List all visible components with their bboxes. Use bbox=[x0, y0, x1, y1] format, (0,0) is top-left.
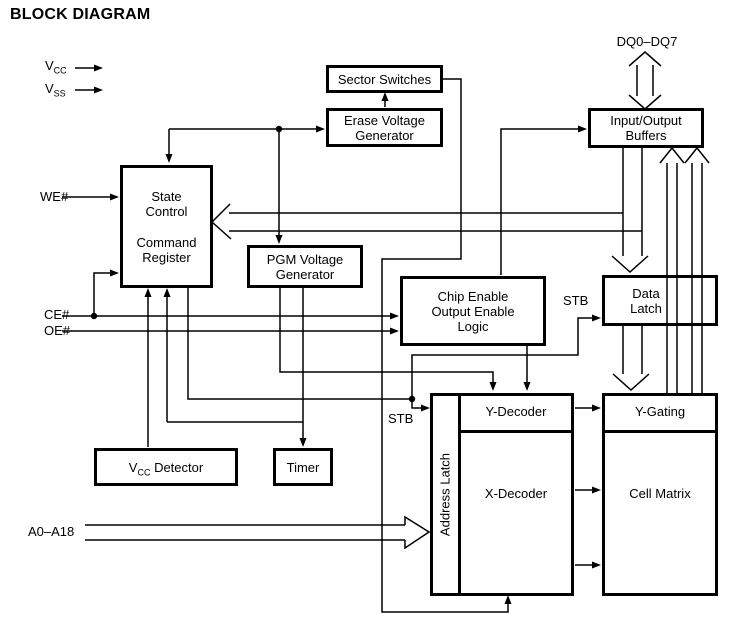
vcc-detector-wire bbox=[144, 288, 152, 447]
address-latch-text: Address Latch bbox=[437, 452, 453, 537]
stb-data-latch-label: STB bbox=[563, 293, 589, 308]
data-bus-label: DQ0–DQ7 bbox=[616, 34, 678, 49]
cell-matrix-text: Cell Matrix bbox=[629, 486, 691, 501]
ce-signal-label: CE# bbox=[44, 307, 70, 322]
block-io-buffers: Input/Output Buffers bbox=[588, 108, 704, 148]
ydecoder-to-ygating-wire bbox=[575, 404, 601, 412]
array-to-io-bus-1 bbox=[659, 146, 685, 393]
chip-enable-to-io-wire bbox=[500, 125, 587, 275]
timer-wire bbox=[163, 287, 307, 447]
block-pgm-voltage-generator: PGM Voltage Generator bbox=[247, 245, 363, 288]
stb-address-latch-label: STB bbox=[388, 411, 414, 426]
block-timer: Timer bbox=[273, 448, 333, 486]
xdecoder-to-cellmatrix-wire-1 bbox=[575, 486, 601, 494]
y-gating-text: Y-Gating bbox=[634, 404, 686, 419]
vcc-signal-label: VCC bbox=[45, 58, 67, 76]
chip-enable-to-ydecoder-wire bbox=[523, 346, 531, 391]
y-decoder-text: Y-Decoder bbox=[485, 404, 547, 419]
vss-signal-label: VSS bbox=[45, 81, 66, 99]
address-bus-arrow bbox=[85, 515, 431, 550]
address-bus-label: A0–A18 bbox=[28, 524, 75, 539]
oe-signal-label: OE# bbox=[44, 323, 71, 338]
data-latch-to-ygating-bus bbox=[612, 326, 650, 392]
gating-divider bbox=[604, 430, 716, 433]
block-chip-enable-logic: Chip Enable Output Enable Logic bbox=[400, 276, 546, 346]
x-decoder-text: X-Decoder bbox=[484, 486, 548, 501]
xdecoder-to-cellmatrix-wire-2 bbox=[575, 561, 601, 569]
vss-arrow bbox=[75, 86, 103, 94]
block-vcc-detector: VCC Detector bbox=[94, 448, 238, 486]
block-erase-voltage-generator: Erase Voltage Generator bbox=[326, 108, 443, 147]
vcc-arrow bbox=[75, 64, 103, 72]
block-memory-array bbox=[602, 393, 718, 596]
page-title: BLOCK DIAGRAM bbox=[10, 6, 151, 23]
erase-to-sector-wire bbox=[381, 92, 389, 107]
we-wire bbox=[62, 193, 119, 201]
decoder-divider bbox=[460, 430, 572, 433]
array-to-io-bus-2 bbox=[684, 146, 710, 393]
block-sector-switches: Sector Switches bbox=[326, 65, 443, 93]
block-data-latch: Data Latch bbox=[602, 275, 718, 326]
dq-bus-arrow bbox=[628, 51, 662, 110]
block-state-control-command-register: State Control Command Register bbox=[120, 165, 213, 288]
oe-wire bbox=[62, 327, 399, 335]
we-signal-label: WE# bbox=[40, 189, 69, 204]
